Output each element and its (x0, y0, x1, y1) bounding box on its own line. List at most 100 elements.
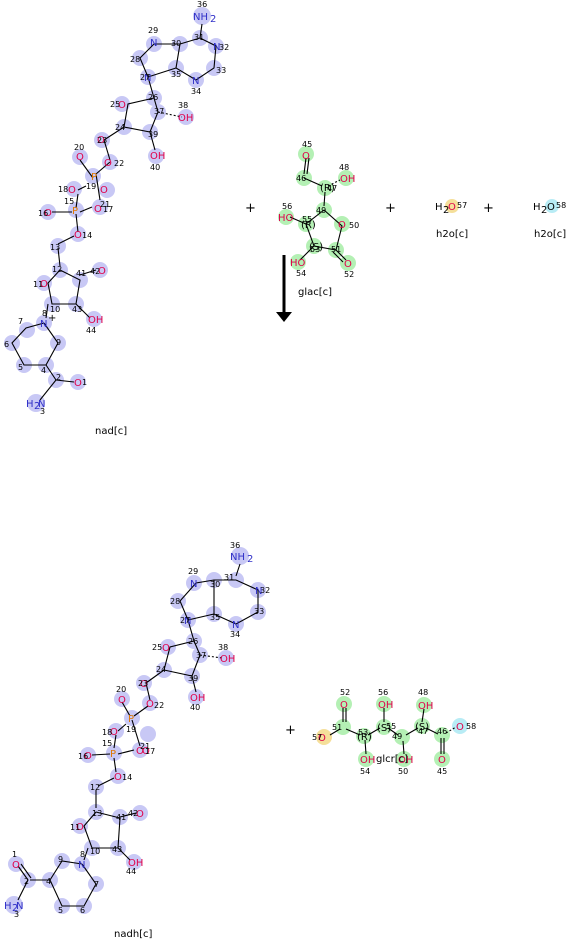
svg-text:46: 46 (437, 727, 447, 736)
svg-text:8: 8 (80, 850, 85, 859)
svg-text:(R): (R) (301, 220, 316, 231)
svg-text:23: 23 (97, 136, 107, 145)
svg-text:34: 34 (191, 87, 201, 96)
svg-text:O: O (118, 695, 126, 706)
svg-text:33: 33 (254, 607, 264, 616)
svg-text:2: 2 (12, 903, 18, 914)
svg-text:P: P (72, 206, 78, 217)
svg-text:OH: OH (340, 174, 355, 185)
svg-text:49: 49 (392, 732, 402, 741)
svg-text:50: 50 (349, 221, 359, 230)
reaction-arrow (276, 255, 292, 322)
svg-text:NH: NH (193, 12, 208, 23)
svg-text:50: 50 (398, 767, 408, 776)
svg-text:16: 16 (38, 209, 48, 218)
label-h2o: h2o[c] (534, 229, 566, 240)
svg-text:O: O (302, 151, 310, 162)
svg-text:O: O (136, 746, 144, 757)
plus-sign: + (385, 201, 396, 216)
svg-text:53: 53 (358, 728, 368, 737)
svg-text:31: 31 (194, 33, 204, 42)
svg-text:OH: OH (418, 701, 433, 712)
svg-text:29: 29 (148, 26, 158, 35)
svg-text:H: H (435, 202, 443, 213)
svg-text:20: 20 (74, 143, 84, 152)
svg-text:24: 24 (156, 665, 166, 674)
svg-text:35: 35 (210, 613, 220, 622)
svg-text:41: 41 (76, 269, 86, 278)
svg-text:18: 18 (58, 185, 68, 194)
svg-text:38: 38 (218, 643, 228, 652)
svg-text:O: O (146, 699, 154, 710)
svg-text:3: 3 (40, 407, 45, 416)
svg-text:32: 32 (260, 586, 270, 595)
svg-text:56: 56 (282, 202, 292, 211)
svg-text:O: O (110, 727, 118, 738)
svg-text:43: 43 (72, 305, 82, 314)
plus-sign: + (245, 201, 256, 216)
svg-text:45: 45 (302, 140, 312, 149)
svg-text:O: O (44, 208, 52, 219)
svg-text:9: 9 (56, 338, 61, 347)
svg-text:O: O (136, 809, 144, 820)
svg-text:24: 24 (115, 123, 125, 132)
svg-text:53: 53 (310, 245, 320, 254)
svg-text:OH: OH (128, 858, 143, 869)
svg-text:P: P (128, 714, 134, 725)
svg-text:17: 17 (103, 205, 113, 214)
svg-text:H: H (533, 202, 541, 213)
svg-text:47: 47 (327, 184, 337, 193)
svg-text:23: 23 (138, 679, 148, 688)
svg-text:O: O (140, 679, 148, 690)
svg-text:2: 2 (541, 205, 547, 216)
svg-text:41: 41 (116, 813, 126, 822)
svg-text:OH: OH (88, 315, 103, 326)
svg-text:21: 21 (100, 200, 110, 209)
svg-text:2: 2 (34, 401, 40, 412)
svg-text:17: 17 (145, 747, 155, 756)
svg-text:6: 6 (80, 906, 85, 915)
svg-text:37: 37 (196, 651, 206, 660)
svg-text:31: 31 (224, 573, 234, 582)
svg-text:HO: HO (290, 258, 306, 269)
svg-text:O: O (98, 266, 106, 277)
svg-text:26: 26 (188, 637, 198, 646)
svg-text:N: N (38, 399, 45, 410)
label-glcr: glcr[c] (376, 754, 408, 765)
svg-text:38: 38 (178, 101, 188, 110)
svg-text:(S): (S) (415, 722, 429, 733)
svg-text:13: 13 (92, 809, 102, 818)
svg-text:48: 48 (418, 688, 428, 697)
svg-text:N: N (40, 319, 47, 330)
svg-text:54: 54 (360, 767, 370, 776)
svg-text:(R): (R) (357, 732, 372, 743)
svg-text:N: N (255, 586, 262, 597)
plus-sign: + (483, 201, 494, 216)
label-nadh: nadh[c] (114, 929, 153, 939)
svg-text:30: 30 (171, 39, 181, 48)
svg-text:32: 32 (219, 43, 229, 52)
svg-text:12: 12 (52, 265, 62, 274)
svg-text:O: O (97, 135, 105, 146)
svg-text:(S): (S) (377, 723, 391, 734)
svg-text:N: N (213, 42, 220, 53)
svg-text:O: O (76, 152, 84, 163)
svg-text:O: O (142, 746, 150, 757)
svg-text:O: O (438, 755, 446, 766)
svg-text:N: N (144, 73, 151, 84)
svg-text:11: 11 (70, 823, 80, 832)
svg-text:O: O (547, 202, 555, 213)
svg-text:30: 30 (210, 580, 220, 589)
svg-text:8: 8 (42, 309, 47, 318)
svg-text:16: 16 (78, 752, 88, 761)
svg-text:N: N (184, 616, 191, 627)
svg-text:O: O (94, 204, 102, 215)
svg-text:O: O (76, 822, 84, 833)
svg-text:2: 2 (247, 554, 253, 565)
svg-text:(S): (S) (309, 242, 323, 253)
svg-text:13: 13 (50, 243, 60, 252)
